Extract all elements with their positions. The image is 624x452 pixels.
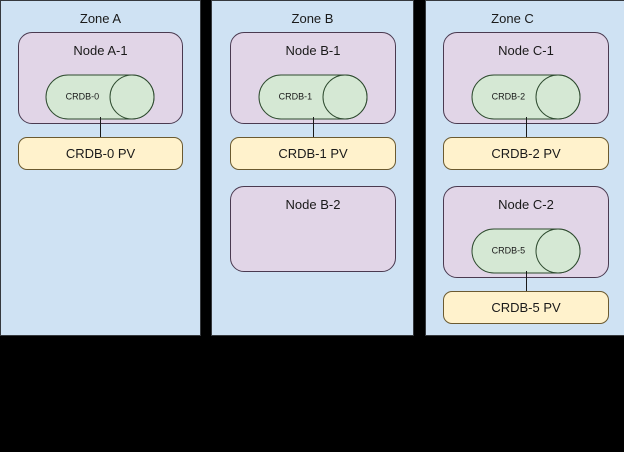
connector-crdb-2-to-pv [526,117,527,142]
zone-title-c: Zone C [491,11,534,26]
node-box-b-2: Node B-2 [230,186,396,272]
pv-box-crdb-0: CRDB-0 PV [18,137,183,170]
database-cylinder-crdb-1: CRDB-1 [258,74,368,120]
zone-title-b: Zone B [291,11,334,26]
connector-crdb-5-to-pv [526,271,527,296]
database-cylinder-crdb-0: CRDB-0 [45,74,155,120]
pv-label-crdb-5: CRDB-5 PV [491,299,561,315]
connector-crdb-0-to-pv [100,117,101,142]
node-title-b-2: Node B-2 [285,197,341,212]
pv-label-crdb-0: CRDB-0 PV [65,145,136,161]
database-cylinder-crdb-5: CRDB-5 [471,228,581,274]
node-title-c-1: Node C-1 [498,43,554,58]
connector-crdb-1-to-pv [313,117,314,142]
node-title-c-2: Node C-2 [498,197,554,212]
pv-label-crdb-2: CRDB-2 PV [491,145,561,161]
zone-title-a: Zone A [79,11,122,26]
pv-box-crdb-5: CRDB-5 PV [443,291,609,324]
node-title-b-1: Node B-1 [285,43,341,58]
database-cylinder-crdb-2: CRDB-2 [471,74,581,120]
pv-box-crdb-2: CRDB-2 PV [443,137,609,170]
pv-label-crdb-1: CRDB-1 PV [278,145,348,161]
node-title-a-1: Node A-1 [73,43,128,58]
pv-box-crdb-1: CRDB-1 PV [230,137,396,170]
